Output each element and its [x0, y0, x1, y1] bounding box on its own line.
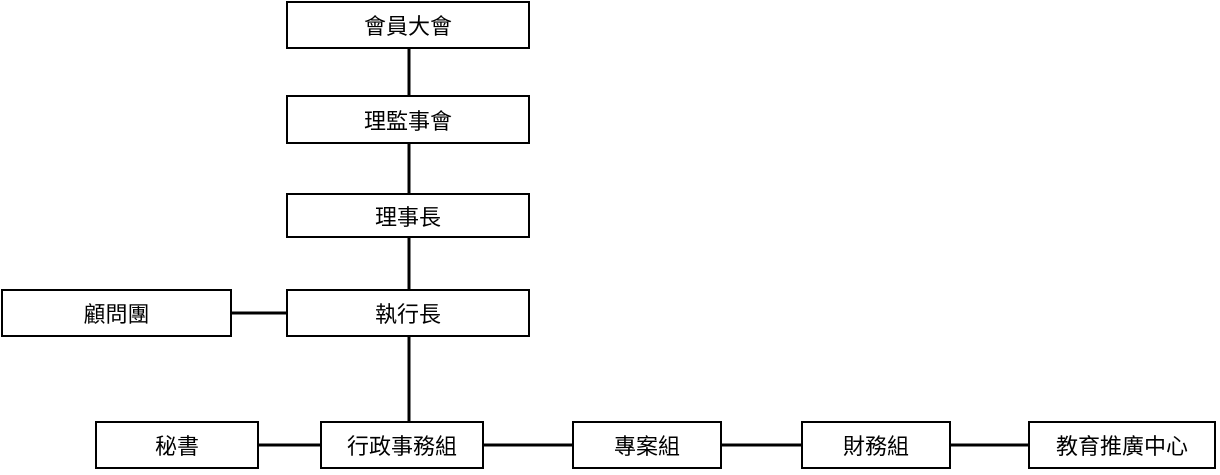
- node-chairman: 理事長: [286, 193, 530, 238]
- node-general-assembly: 會員大會: [286, 1, 530, 49]
- node-advisory-group: 顧問團: [1, 289, 232, 337]
- node-secretary: 秘書: [95, 421, 259, 469]
- node-project-group: 專案組: [572, 421, 722, 469]
- node-education-center: 教育推廣中心: [1028, 421, 1216, 469]
- node-finance-group: 財務組: [801, 421, 951, 469]
- node-admin-affairs: 行政事務組: [320, 421, 484, 469]
- node-ceo: 執行長: [286, 289, 530, 337]
- node-board-of-directors: 理監事會: [286, 95, 530, 144]
